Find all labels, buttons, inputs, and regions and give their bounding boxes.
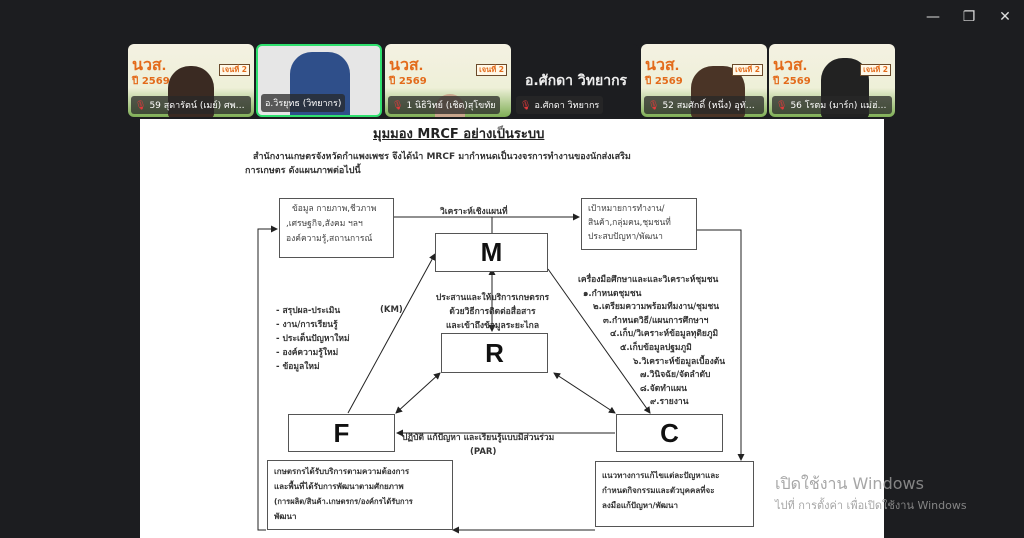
tile-banner-year: ปี 2569 — [132, 76, 170, 87]
mic-muted-icon: 🎙 — [520, 101, 532, 111]
participant-tile[interactable]: นวส. ปี 2569 เจนที่ 2 🎙1 นิธิวิทย์ (เชิด… — [385, 44, 511, 117]
tile-banner-gen: เจนที่ 2 — [476, 64, 507, 76]
c-tool: ๕.เก็บข้อมูลปฐมภูมิ — [620, 342, 692, 353]
c-tool: ๘.จัดทำแผน — [640, 383, 687, 394]
slide-title: มุมมอง MRCF อย่างเป็นระบบ — [373, 127, 545, 142]
farmer-outcome-line: (การผลิต/สินค้า.เกษตรกร/องค์กรได้รับการ — [274, 497, 413, 506]
km-label: (KM) — [380, 305, 403, 315]
farmer-outcome-line: และพื้นที่ได้รับการพัฒนาตามศักยภาพ — [274, 482, 404, 491]
c-tool: ๒.เตรียมความพร้อมทีมงาน/ชุมชน — [593, 302, 720, 313]
r-box: R — [441, 333, 548, 373]
solution-line: แนวทางการแก้ไขแต่ละปัญหาและ — [602, 471, 720, 480]
tile-banner-gen: เจนที่ 2 — [732, 64, 763, 76]
participant-name: 59 สุดารัตน์ (เมย์) ศพอ. พิ... — [149, 101, 251, 111]
f-outcomes-list: - สรุปผล-ประเมิน - งาน/การเรียนรู้ - ประ… — [276, 304, 350, 374]
mic-muted-icon: 🎙 — [392, 101, 404, 111]
solution-line: กำหนดกิจกรรมและตัวบุคคลที่จะ — [602, 486, 715, 495]
map-analysis-label: วิเคราะห์เชิงแผนที่ — [440, 207, 508, 217]
tile-banner-gen: เจนที่ 2 — [860, 64, 891, 76]
participant-tile[interactable]: นวส. ปี 2569 เจนที่ 2 🎙59 สุดารัตน์ (เมย… — [128, 44, 254, 117]
tile-banner-year: ปี 2569 — [773, 76, 811, 87]
par-description: ปฏิบัติ แก้ปัญหา และเรียนรู้แบบมีส่วนร่ว… — [402, 433, 555, 443]
solution-box: แนวทางการแก้ไขแต่ละปัญหาและ กำหนดกิจกรรม… — [595, 461, 754, 527]
windows-activation-title: เปิดใช้งาน Windows — [775, 474, 924, 493]
tile-banner-gen: เจนที่ 2 — [219, 64, 250, 76]
c-box: C — [616, 414, 723, 452]
f-outcome: - ข้อมูลใหม่ — [276, 362, 320, 372]
solution-line: ลงมือแก้ปัญหา/พัฒนา — [602, 501, 678, 510]
minimize-button[interactable]: — — [926, 9, 940, 25]
participant-name: อ.ศักดา วิทยากร — [534, 101, 600, 111]
participant-tile[interactable]: อ.ศักดา วิทยากร 🎙อ.ศักดา วิทยากร — [513, 44, 639, 117]
tile-banner-year: ปี 2569 — [389, 76, 427, 87]
m-box: M — [435, 233, 548, 272]
slide-intro-line1: สำนักงานเกษตรจังหวัดกำแพงเพชร จึงได้นำ M… — [253, 152, 631, 162]
c-tool: ๖.วิเคราะห์ข้อมูลเบื้องต้น — [633, 356, 726, 367]
f-outcome: - งาน/การเรียนรู้ — [276, 320, 338, 330]
participant-name: 52 สมศักดิ์ (หนึ่ง) อุทัยธานี — [662, 101, 764, 111]
tile-banner-year: ปี 2569 — [645, 76, 683, 87]
data-box: ข้อมูล กายภาพ,ชีวภาพ ,เศรษฐกิจ,สังคม ฯลฯ… — [279, 198, 394, 258]
tile-banner: นวส. — [389, 57, 424, 74]
farmer-outcome-line: พัฒนา — [274, 512, 297, 521]
mic-muted-icon: 🎙 — [135, 101, 147, 111]
tile-banner: นวส. — [645, 57, 680, 74]
f-outcome: - สรุปผล-ประเมิน — [276, 306, 341, 316]
c-tool: ๗.วินิจฉัย/จัดลำดับ — [640, 370, 711, 381]
data-box-line: ข้อมูล กายภาพ,ชีวภาพ — [292, 204, 377, 214]
slide-intro-line2: การเกษตร ดังแผนภาพต่อไปนี้ — [245, 166, 361, 176]
tile-banner: นวส. — [773, 57, 808, 74]
shared-slide: มุมมอง MRCF อย่างเป็นระบบ สำนักงานเกษตรจ… — [140, 119, 884, 538]
r-description-line: ประสานและให้บริการเกษตรกร — [435, 293, 550, 303]
participant-tile-active[interactable]: อ.วิรยุทธ (วิทยากร) — [256, 44, 382, 117]
target-box-line: ประสบปัญหา/พัฒนา — [588, 232, 663, 242]
participant-tile[interactable]: นวส. ปี 2569 เจนที่ 2 🎙56 โรตม (มาร์ก) แ… — [769, 44, 895, 117]
tile-banner: นวส. — [132, 57, 167, 74]
data-box-line: ,เศรษฐกิจ,สังคม ฯลฯ — [286, 219, 363, 229]
restore-button[interactable]: ❐ — [962, 9, 976, 25]
c-tool: ๑.กำหนดชุมชน — [583, 288, 642, 299]
target-box: เป้าหมายการทำงาน/ สินค้า,กลุ่มคน,ชุมชนที… — [581, 198, 697, 250]
windows-activation-subtitle: ไปที่ การตั้งค่า เพื่อเปิดใช้งาน Windows — [775, 499, 967, 512]
c-tool: ๔.เก็บ/วิเคราะห์ข้อมูลทุติยภูมิ — [610, 329, 719, 340]
target-box-line: สินค้า,กลุ่มคน,ชุมชนที่ — [588, 218, 671, 228]
participant-name: 1 นิธิวิทย์ (เชิด)สุโขทัย — [406, 101, 496, 111]
target-box-line: เป้าหมายการทำงาน/ — [588, 204, 665, 214]
f-outcome: - ประเด็นปัญหาใหม่ — [276, 334, 350, 344]
f-outcome: - องค์ความรู้ใหม่ — [276, 348, 339, 358]
c-tool: เครื่องมือศึกษาและและวิเคราะห์ชุมชน — [578, 275, 719, 285]
farmer-outcome-box: เกษตรกรได้รับบริการตามความต้องการ และพื้… — [267, 460, 453, 530]
c-tool: ๓.กำหนดวิธี/แผนการศึกษาฯ — [603, 315, 709, 326]
mic-muted-icon: 🎙 — [648, 101, 660, 111]
participant-name: 56 โรตม (มาร์ก) แม่ฮ่องส... — [790, 101, 892, 111]
r-description: ประสานและให้บริการเกษตรกร ด้วยวิธีการติด… — [430, 291, 555, 333]
r-description-line: ด้วยวิธีการติดต่อสื่อสาร — [449, 307, 536, 317]
f-box: F — [288, 414, 395, 452]
c-tools-list: เครื่องมือศึกษาและและวิเคราะห์ชุมชน ๑.กำ… — [578, 274, 725, 410]
participant-name: อ.วิรยุทธ (วิทยากร) — [265, 99, 342, 109]
data-box-line: องค์ความรู้,สถานการณ์ — [286, 234, 373, 244]
par-label: (PAR) — [470, 447, 497, 457]
farmer-outcome-line: เกษตรกรได้รับบริการตามความต้องการ — [274, 467, 410, 476]
participant-tile[interactable]: นวส. ปี 2569 เจนที่ 2 🎙52 สมศักดิ์ (หนึ่… — [641, 44, 767, 117]
mic-muted-icon: 🎙 — [776, 101, 788, 111]
participant-display-name: อ.ศักดา วิทยากร — [525, 73, 628, 89]
c-tool: ๙.รายงาน — [650, 397, 689, 408]
close-button[interactable]: ✕ — [999, 9, 1011, 25]
r-description-line: และเข้าถึงข้อมูลระยะไกล — [445, 321, 540, 331]
